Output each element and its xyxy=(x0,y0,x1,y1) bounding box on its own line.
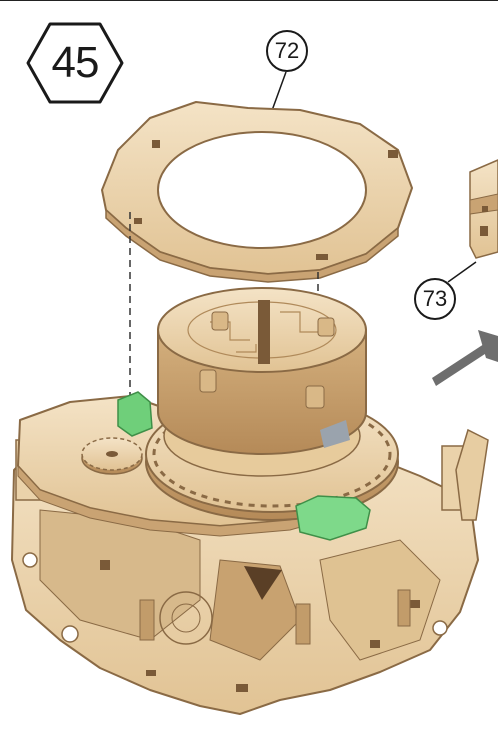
small-gear xyxy=(82,438,142,474)
part-callout-72: 72 xyxy=(266,30,308,72)
leader-line-73 xyxy=(448,262,476,282)
green-part-left xyxy=(118,392,152,436)
insertion-arrow-icon xyxy=(432,330,498,386)
part-72-ring xyxy=(102,102,412,282)
top-dial xyxy=(158,288,366,454)
part-73-block xyxy=(470,160,498,258)
part-callout-73: 73 xyxy=(414,278,456,320)
step-number: 45 xyxy=(26,38,124,88)
